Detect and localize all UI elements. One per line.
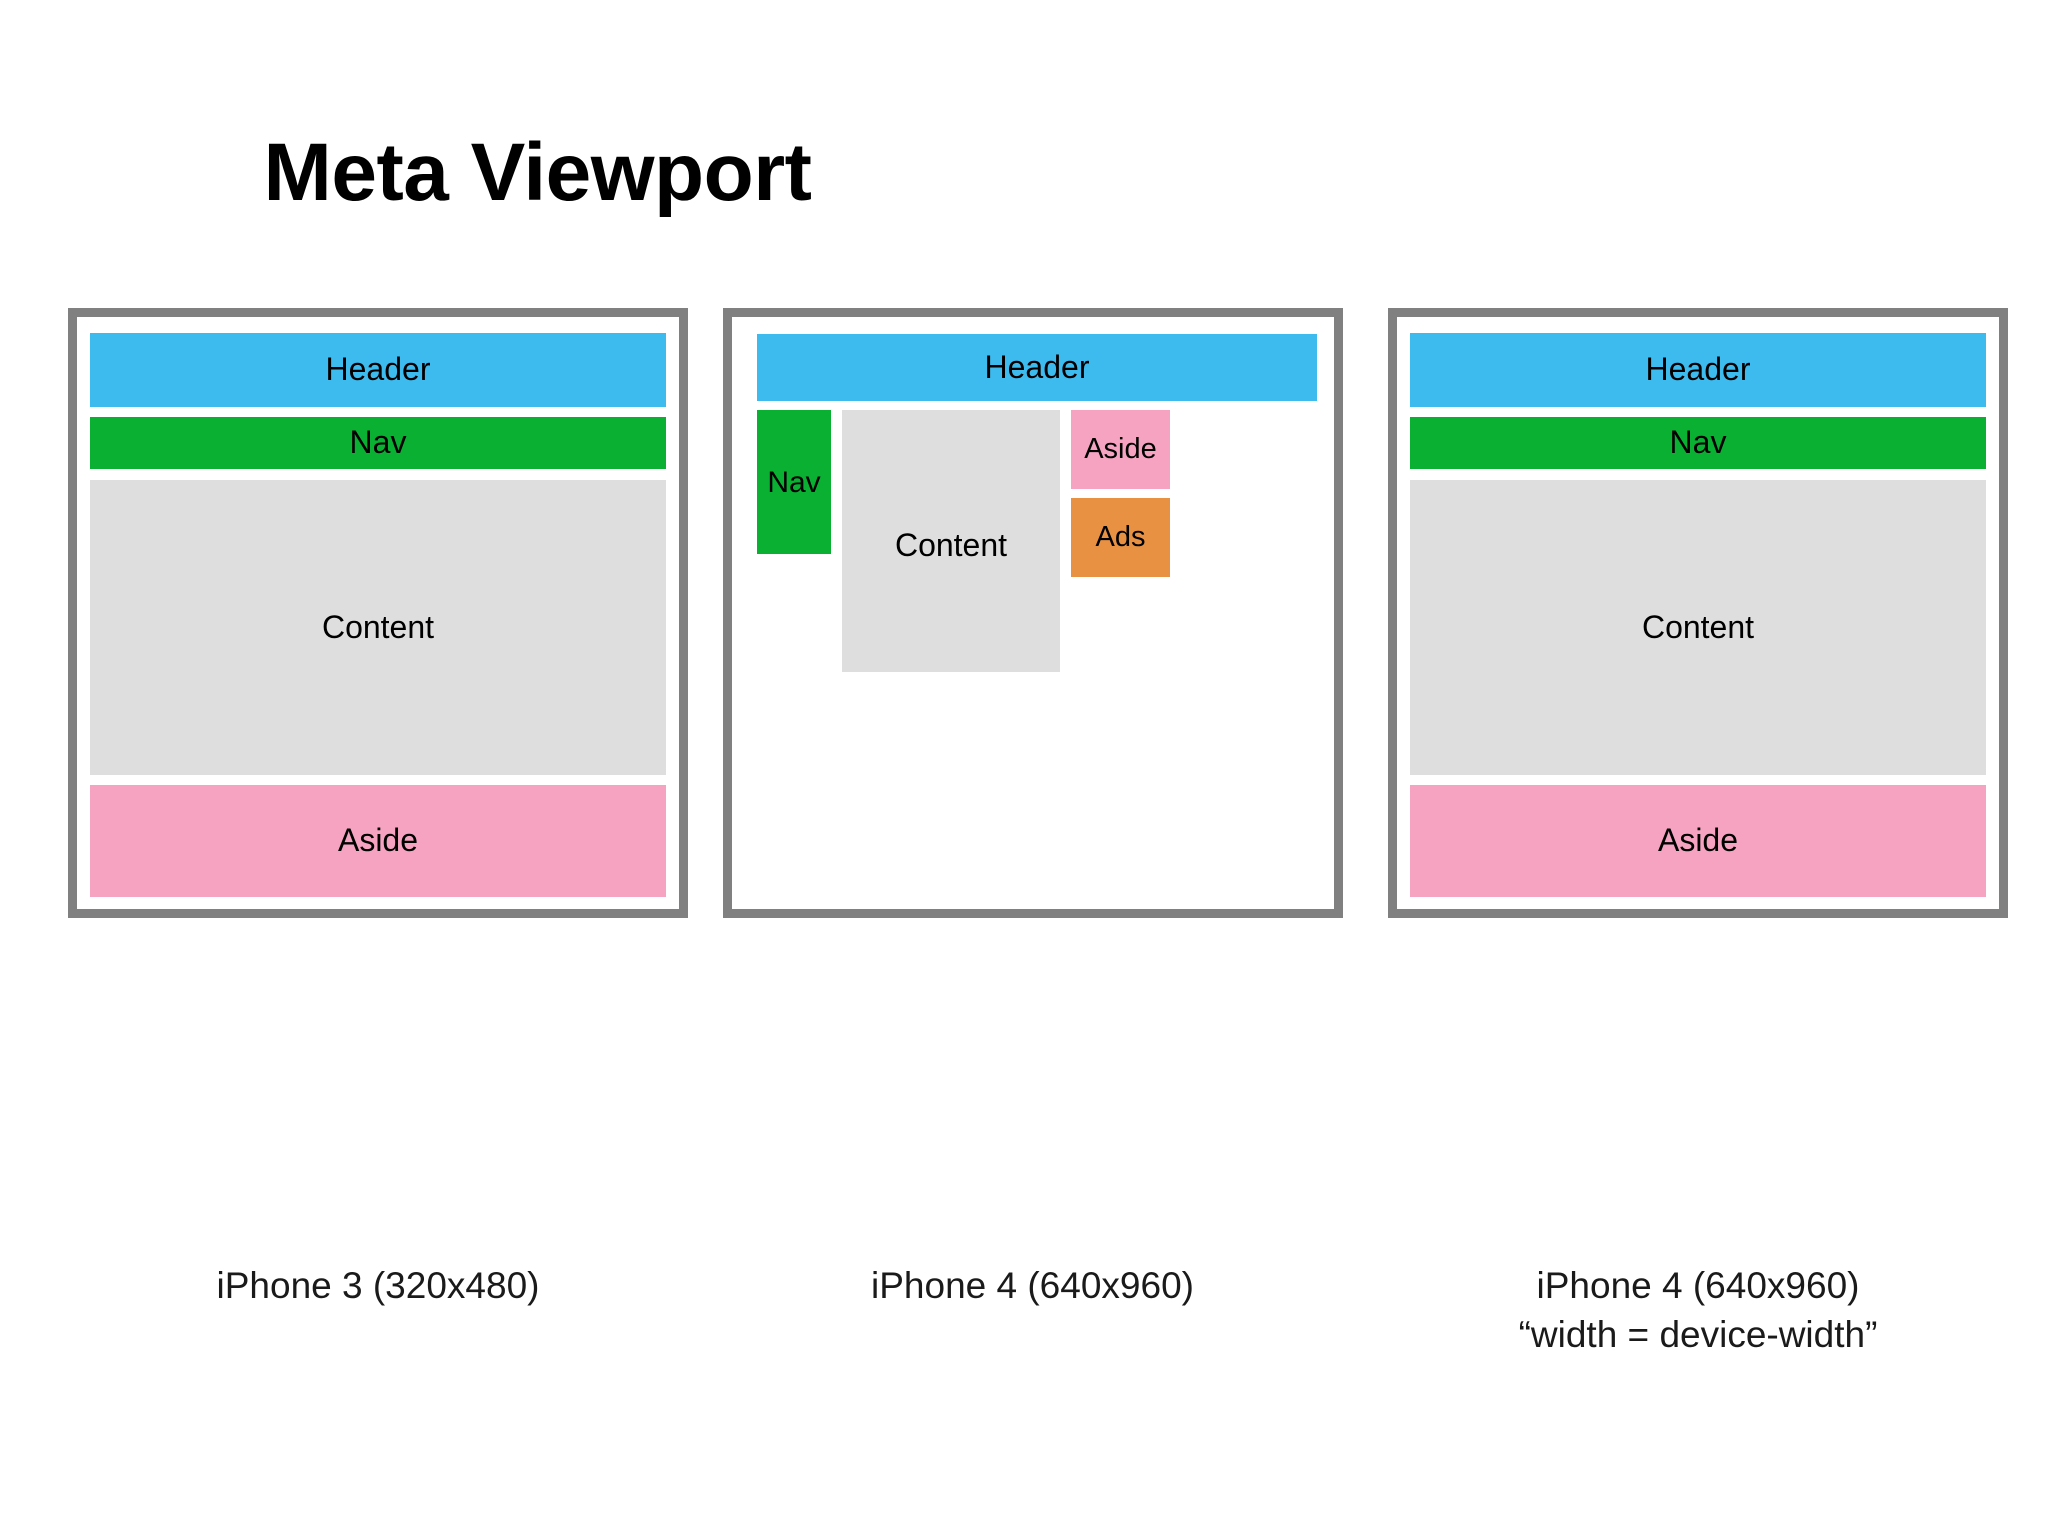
device-frame-iphone4-unscaled: Header Nav Content Aside Ads — [723, 308, 1343, 918]
device-frame-iphone3: Header Nav Content Aside — [68, 308, 688, 918]
device-viewport-iphone4-unscaled: Header Nav Content Aside Ads — [732, 317, 1334, 909]
block-content-panel3: Content — [1410, 480, 1986, 775]
block-nav-panel3: Nav — [1410, 417, 1986, 469]
block-content-panel2: Content — [842, 410, 1060, 672]
block-aside-panel2: Aside — [1071, 410, 1170, 489]
block-nav-panel1: Nav — [90, 417, 666, 469]
block-content-panel1: Content — [90, 480, 666, 775]
block-header-panel1: Header — [90, 333, 666, 407]
block-ads-panel2: Ads — [1071, 498, 1170, 577]
caption-iphone4-unscaled: iPhone 4 (640x960) — [871, 1265, 1194, 1306]
block-header-panel3: Header — [1410, 333, 1986, 407]
device-frame-iphone4-device-width: Header Nav Content Aside — [1388, 308, 2008, 918]
caption-iphone3: iPhone 3 (320x480) — [216, 1265, 540, 1306]
caption-iphone4-device-width: iPhone 4 (640x960) “width = device-width… — [1518, 1265, 1878, 1355]
device-viewport-iphone4-device-width: Header Nav Content Aside — [1397, 317, 1999, 909]
block-aside-panel3: Aside — [1410, 785, 1986, 897]
block-aside-panel1: Aside — [90, 785, 666, 897]
block-nav-panel2: Nav — [757, 410, 831, 554]
page-title: Meta Viewport — [263, 127, 812, 218]
device-viewport-iphone3: Header Nav Content Aside — [77, 317, 679, 909]
block-header-panel2: Header — [757, 334, 1317, 401]
